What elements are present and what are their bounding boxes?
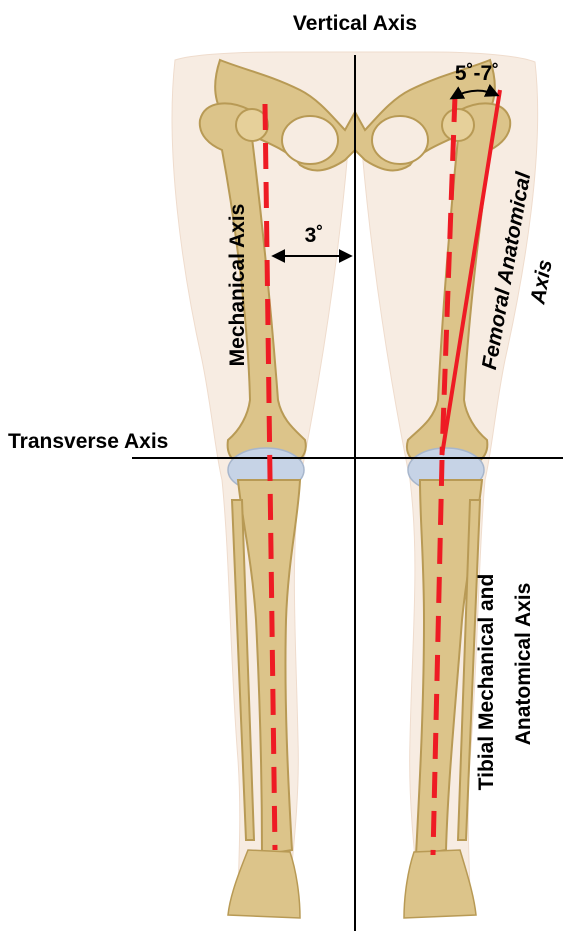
feet xyxy=(228,850,476,918)
tibial-axis-label-2: Anatomical Axis xyxy=(512,583,535,746)
femoral-anatomical-axis-label-2: Axis xyxy=(526,258,557,307)
five-seven-degree-label: 5˚-7˚ xyxy=(455,62,499,85)
tibial-axis-label: Tibial Mechanical and xyxy=(475,574,498,791)
vertical-axis-label: Vertical Axis xyxy=(293,12,417,35)
three-degree-label: 3˚ xyxy=(305,224,324,247)
mechanical-axis-label: Mechanical Axis xyxy=(226,204,249,367)
transverse-axis-label: Transverse Axis xyxy=(8,430,168,453)
